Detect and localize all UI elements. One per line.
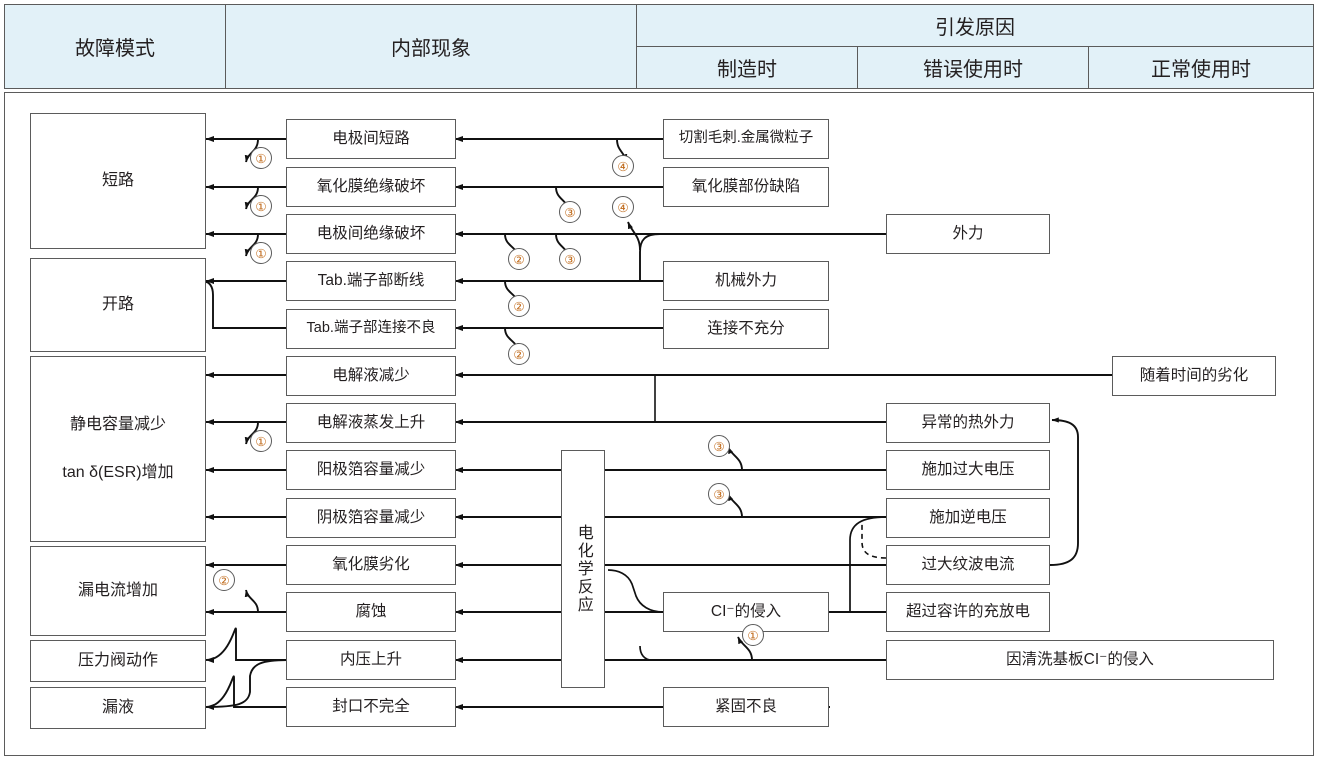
cause-burr-metal-particles[interactable]: 切割毛刺.金属微粒子 [663, 119, 829, 159]
internal-oxide-insulation-fail[interactable]: 氧化膜绝缘破坏 [286, 167, 456, 207]
fault-mode-capacitance[interactable]: 静电容量减少 tan δ(ESR)增加 [30, 356, 206, 542]
marker-3b: ③ [559, 201, 581, 223]
internal-tab-bad-connection[interactable]: Tab.端子部连接不良 [286, 309, 456, 349]
internal-corrosion[interactable]: 腐蚀 [286, 592, 456, 632]
fault-mode-capacitance-line2: tan δ(ESR)增加 [62, 464, 174, 481]
marker-3c: ③ [708, 435, 730, 457]
cause-mechanical-force[interactable]: 机械外力 [663, 261, 829, 301]
marker-2a: ② [508, 248, 530, 270]
cause-time-degradation[interactable]: 随着时间的劣化 [1112, 356, 1276, 396]
internal-anode-foil-decrease[interactable]: 阳极箔容量减少 [286, 450, 456, 490]
header-fault-mode: 故障模式 [4, 4, 226, 89]
internal-tab-wire-break[interactable]: Tab.端子部断线 [286, 261, 456, 301]
marker-1b: ① [250, 195, 272, 217]
marker-3d: ③ [708, 483, 730, 505]
fault-mode-capacitance-line1: 静电容量减少 [69, 416, 166, 434]
internal-electrode-short[interactable]: 电极间短路 [286, 119, 456, 159]
cause-abnormal-heat-force[interactable]: 异常的热外力 [886, 403, 1050, 443]
cause-external-force[interactable]: 外力 [886, 214, 1050, 254]
marker-4b: ④ [612, 196, 634, 218]
fault-mode-open[interactable]: 开路 [30, 258, 206, 352]
fault-mode-leak-liquid[interactable]: 漏液 [30, 687, 206, 729]
header-cause-misuse: 错误使用时 [857, 46, 1089, 89]
marker-4a: ④ [612, 155, 634, 177]
internal-oxide-degradation[interactable]: 氧化膜劣化 [286, 545, 456, 585]
cause-pcb-cleaning-chloride[interactable]: 因清洗基板CI⁻的侵入 [886, 640, 1274, 680]
header-cause-manufacturing: 制造时 [636, 46, 858, 89]
cause-overvoltage[interactable]: 施加过大电压 [886, 450, 1050, 490]
marker-1c: ① [250, 242, 272, 264]
header-cause-normal: 正常使用时 [1088, 46, 1314, 89]
internal-cathode-foil-decrease[interactable]: 阴极箔容量减少 [286, 498, 456, 538]
internal-electrolyte-evaporate[interactable]: 电解液蒸发上升 [286, 403, 456, 443]
marker-3a: ③ [559, 248, 581, 270]
marker-1d: ① [250, 430, 272, 452]
marker-2b: ② [508, 295, 530, 317]
marker-2c: ② [508, 343, 530, 365]
marker-1a: ① [250, 147, 272, 169]
internal-electrode-insulation-fail[interactable]: 电极间绝缘破坏 [286, 214, 456, 254]
fault-mode-leakage[interactable]: 漏电流增加 [30, 546, 206, 636]
cause-reverse-voltage[interactable]: 施加逆电压 [886, 498, 1050, 538]
electrochemical-reaction-box[interactable]: 电化学反应 [561, 450, 605, 688]
cause-excessive-ripple[interactable]: 过大纹波电流 [886, 545, 1050, 585]
internal-pressure-rise[interactable]: 内压上升 [286, 640, 456, 680]
header-internal-phenomenon: 内部现象 [225, 4, 637, 89]
internal-electrolyte-decrease[interactable]: 电解液减少 [286, 356, 456, 396]
cause-over-charge-discharge[interactable]: 超过容许的充放电 [886, 592, 1050, 632]
cause-insufficient-connection[interactable]: 连接不充分 [663, 309, 829, 349]
cause-oxide-partial-defect[interactable]: 氧化膜部份缺陷 [663, 167, 829, 207]
internal-incomplete-seal[interactable]: 封口不完全 [286, 687, 456, 727]
marker-1e: ① [742, 624, 764, 646]
cause-poor-fastening[interactable]: 紧固不良 [663, 687, 829, 727]
header-cause: 引发原因 [636, 4, 1314, 47]
fault-mode-short[interactable]: 短路 [30, 113, 206, 249]
fault-mode-valve[interactable]: 压力阀动作 [30, 640, 206, 682]
marker-2d: ② [213, 569, 235, 591]
